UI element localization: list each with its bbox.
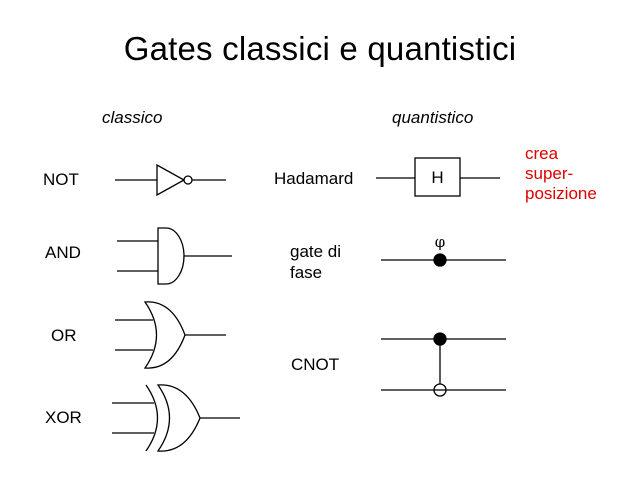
not-gate-symbol bbox=[115, 163, 226, 197]
hadamard-label: Hadamard bbox=[274, 169, 354, 188]
note-line3: posizione bbox=[525, 184, 597, 203]
hadamard-gate-symbol bbox=[376, 157, 500, 197]
xor-label: XOR bbox=[45, 408, 82, 427]
phase-symbol: φ bbox=[435, 233, 446, 251]
phase-gate-symbol bbox=[381, 253, 506, 267]
phase-gate-label: gate di fase bbox=[290, 241, 341, 283]
and-label: AND bbox=[45, 243, 81, 262]
note-line2: super- bbox=[525, 164, 574, 183]
or-label: OR bbox=[51, 326, 77, 345]
cnot-gate-symbol bbox=[381, 332, 506, 397]
superposition-note: crea super- posizione bbox=[525, 144, 597, 204]
not-label: NOT bbox=[43, 170, 79, 189]
hadamard-symbol: H bbox=[431, 168, 443, 187]
cnot-label: CNOT bbox=[291, 355, 340, 374]
xor-gate-symbol bbox=[112, 384, 240, 452]
classic-header: classico bbox=[102, 108, 163, 127]
slide-title: Gates classici e quantistici bbox=[123, 30, 517, 67]
phase-gate-label-line1: gate di bbox=[290, 242, 342, 261]
phase-gate-label-line2: fase bbox=[290, 263, 323, 282]
note-line1: crea bbox=[525, 144, 559, 163]
or-gate-symbol bbox=[115, 301, 226, 369]
and-gate-symbol bbox=[117, 227, 232, 285]
quantum-header: quantistico bbox=[392, 108, 474, 127]
